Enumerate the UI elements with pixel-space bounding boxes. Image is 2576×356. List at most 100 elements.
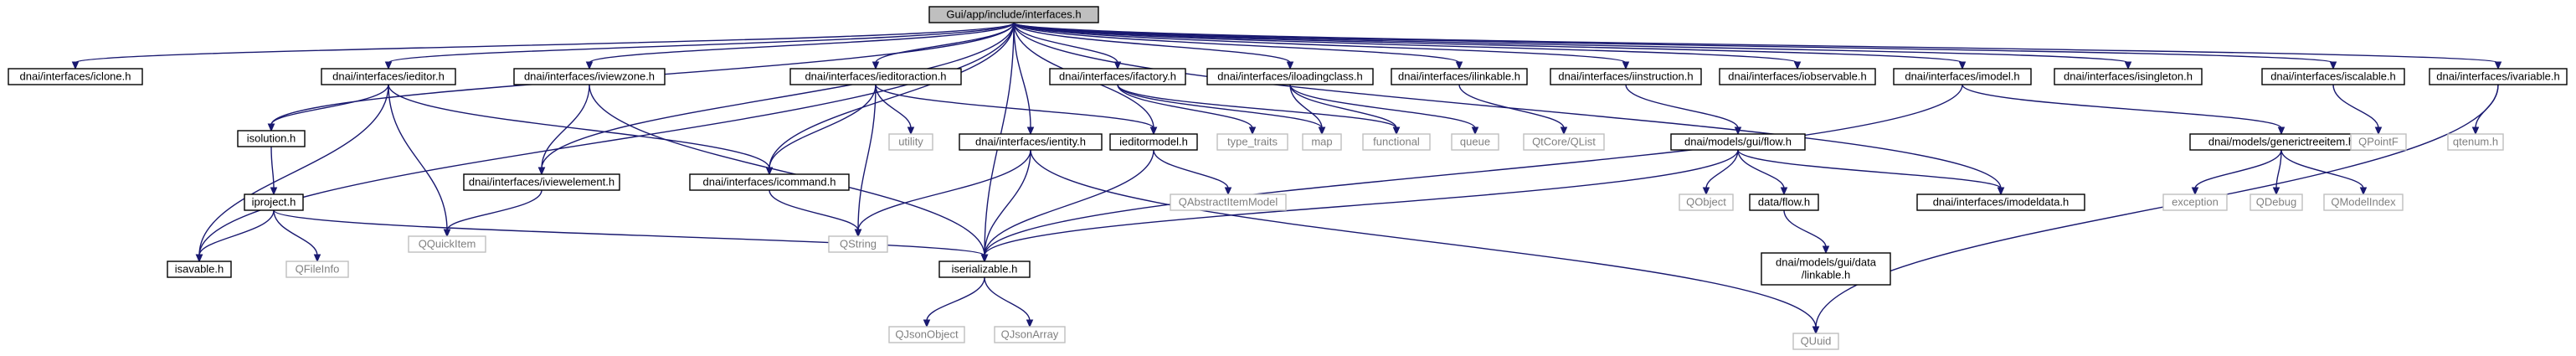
node-label: qtenum.h: [2453, 136, 2498, 148]
edge-genericitem-to-exception: [2191, 149, 2282, 196]
node-dnai-interfaces-iviewzone-h[interactable]: dnai/interfaces/iviewzone.h: [513, 68, 666, 85]
node-map[interactable]: map: [1302, 133, 1342, 151]
node-gui-app-include-interfaces-h[interactable]: Gui/app/include/interfaces.h: [928, 6, 1099, 23]
edge-root-to-ientity: [1013, 22, 1035, 136]
node-qpointf[interactable]: QPointF: [2350, 133, 2407, 151]
node-box: [1761, 252, 1891, 286]
node-functional[interactable]: functional: [1362, 133, 1431, 151]
node-dnai-interfaces-ieditor-h[interactable]: dnai/interfaces/ieditor.h: [321, 68, 456, 85]
node-qtenum-h[interactable]: qtenum.h: [2447, 133, 2504, 151]
edge-icommand-to-qstring: [769, 189, 862, 238]
edge-root-to-ieditor: [384, 22, 1015, 70]
node-label: dnai/interfaces/ivariable.h: [2436, 70, 2559, 83]
node-qjsonarray[interactable]: QJsonArray: [994, 326, 1066, 343]
node-exception[interactable]: exception: [2162, 193, 2228, 211]
node-box: [1749, 193, 1819, 211]
edge-ivariable-to-quuid: [1812, 84, 2499, 335]
edge-iproject-to-qfileinfo: [273, 209, 321, 263]
node-utility[interactable]: utility: [888, 133, 933, 151]
node-dnai-interfaces-isingleton-h[interactable]: dnai/interfaces/isingleton.h: [2054, 68, 2203, 85]
node-dnai-interfaces-iviewelement-h[interactable]: dnai/interfaces/iviewelement.h: [463, 173, 620, 191]
node-label: dnai/interfaces/iviewelement.h: [469, 176, 614, 188]
edge-ieditoraction-to-icommand: [765, 84, 877, 176]
node-data-flow-h[interactable]: data/flow.h: [1749, 193, 1819, 211]
node-dnai-interfaces-iloadingclass-h[interactable]: dnai/interfaces/iloadingclass.h: [1206, 68, 1374, 85]
edge-iviewzone-to-iviewelement: [537, 84, 590, 176]
node-box: [1391, 68, 1528, 85]
node-label: QQuickItem: [419, 238, 476, 250]
node-qabstractitemmodel[interactable]: QAbstractItemModel: [1170, 193, 1287, 211]
node-dnai-interfaces-iobservable-h[interactable]: dnai/interfaces/iobservable.h: [1719, 68, 1876, 85]
edge-imodel-to-genericitem: [1962, 84, 2285, 136]
node-qjsonobject[interactable]: QJsonObject: [888, 326, 965, 343]
node-qtcore-qlist[interactable]: QtCore/QList: [1523, 133, 1605, 151]
edge-isolution-to-iproject: [270, 146, 278, 196]
node-dnai-models-gui-data-linkable-h[interactable]: dnai/models/gui/data/linkable.h: [1761, 252, 1891, 286]
node-label: Gui/app/include/interfaces.h: [946, 8, 1081, 21]
node-dnai-interfaces-imodeldata-h[interactable]: dnai/interfaces/imodeldata.h: [1916, 193, 2085, 211]
node-label: QJsonObject: [895, 328, 959, 341]
node-queue[interactable]: queue: [1451, 133, 1499, 151]
edge-root-to-iloadingclass: [1013, 22, 1294, 70]
node-ieditormodel-h[interactable]: ieditormodel.h: [1109, 133, 1198, 151]
node-qmodelindex[interactable]: QModelIndex: [2323, 193, 2404, 211]
node-box: [959, 133, 1103, 151]
node-dnai-interfaces-icommand-h[interactable]: dnai/interfaces/icommand.h: [689, 173, 850, 191]
node-type-traits[interactable]: type_traits: [1216, 133, 1288, 151]
edge-ieditor-to-qquickitem: [388, 84, 451, 238]
node-label: dnai/interfaces/iviewzone.h: [524, 70, 655, 83]
edge-ieditoraction-to-utility: [875, 84, 915, 136]
node-qdebug[interactable]: QDebug: [2250, 193, 2303, 211]
node-label: dnai/interfaces/isingleton.h: [2064, 70, 2193, 83]
node-label: dnai/interfaces/iobservable.h: [1728, 70, 1867, 83]
node-label: QString: [840, 238, 877, 250]
node-dnai-interfaces-iscalable-h[interactable]: dnai/interfaces/iscalable.h: [2261, 68, 2405, 85]
node-label: QUuid: [1801, 335, 1832, 348]
node-box: [463, 173, 620, 191]
node-box: [888, 326, 965, 343]
node-dnai-interfaces-iclone-h[interactable]: dnai/interfaces/iclone.h: [8, 68, 143, 85]
node-dnai-models-generictreeitem-h[interactable]: dnai/models/generictreeitem.h: [2189, 133, 2373, 151]
node-qobject[interactable]: QObject: [1679, 193, 1734, 211]
edge-root-to-imodel: [1013, 22, 1967, 70]
node-dnai-interfaces-ifactory-h[interactable]: dnai/interfaces/ifactory.h: [1049, 68, 1186, 85]
node-label: isolution.h: [247, 132, 296, 145]
node-label: QFileInfo: [296, 263, 340, 276]
node-qfileinfo[interactable]: QFileInfo: [285, 261, 349, 278]
node-box: [244, 193, 304, 211]
node-quuid[interactable]: QUuid: [1792, 333, 1839, 350]
node-qstring[interactable]: QString: [828, 235, 888, 253]
node-box: [1916, 193, 2085, 211]
node-label: type_traits: [1227, 136, 1278, 148]
edge-root-to-iscalable: [1013, 22, 2337, 70]
edge-iloadingclass-to-queue: [1289, 84, 1479, 136]
node-dnai-interfaces-ivariable-h[interactable]: dnai/interfaces/ivariable.h: [2429, 68, 2568, 85]
node-dnai-interfaces-ieditoraction-h[interactable]: dnai/interfaces/ieditoraction.h: [789, 68, 962, 85]
edge-iviewelement-to-qquickitem: [443, 189, 542, 238]
node-dnai-interfaces-ientity-h[interactable]: dnai/interfaces/ientity.h: [959, 133, 1103, 151]
node-isavable-h[interactable]: isavable.h: [167, 261, 232, 278]
node-qquickitem[interactable]: QQuickItem: [408, 235, 486, 253]
node-box: [828, 235, 888, 253]
edge-ilinkable-to-qtcore_qlist: [1458, 84, 1568, 136]
node-dnai-interfaces-imodel-h[interactable]: dnai/interfaces/imodel.h: [1893, 68, 2032, 85]
node-dnai-interfaces-iinstruction-h[interactable]: dnai/interfaces/iinstruction.h: [1550, 68, 1702, 85]
edge-genericitem-to-qdebug: [2272, 149, 2282, 196]
node-label: ieditormodel.h: [1119, 136, 1188, 148]
node-dnai-models-gui-flow-h[interactable]: dnai/models/gui/flow.h: [1670, 133, 1806, 151]
edge-ieditor-to-isolution: [267, 84, 389, 132]
node-isolution-h[interactable]: isolution.h: [237, 130, 306, 147]
node-box: [1679, 193, 1734, 211]
node-dnai-interfaces-ilinkable-h[interactable]: dnai/interfaces/ilinkable.h: [1391, 68, 1528, 85]
node-box: [2429, 68, 2568, 85]
node-label: /linkable.h: [1802, 269, 1851, 281]
node-label: QtCore/QList: [1532, 136, 1596, 148]
node-box: [321, 68, 456, 85]
node-iserializable-h[interactable]: iserializable.h: [938, 261, 1031, 278]
node-box: [938, 261, 1031, 278]
node-iproject-h[interactable]: iproject.h: [244, 193, 304, 211]
edge-flow_h-to-imodeldata: [1737, 149, 2005, 196]
node-box: [1523, 133, 1605, 151]
node-box: [2447, 133, 2504, 151]
